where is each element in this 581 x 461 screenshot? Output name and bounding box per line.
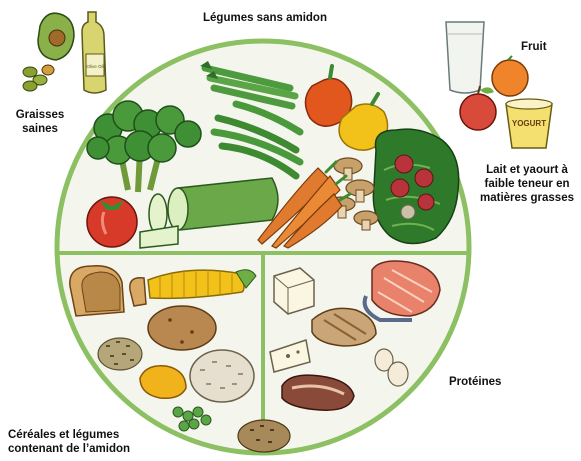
avocado-icon — [38, 13, 74, 60]
olive-oil-bottle-icon: Olive Oil — [82, 12, 106, 93]
salad-icon — [373, 129, 458, 243]
label-proteins: Protéines — [449, 375, 501, 389]
beans-icon — [238, 420, 290, 452]
label-grains-starches: Céréales et légumes contenant de l’amido… — [8, 428, 130, 456]
label-healthy-fats-line1: Graisses — [10, 108, 70, 122]
label-grains-starches-line2: contenant de l’amidon — [8, 442, 130, 456]
label-non-starchy-vegetables: Légumes sans amidon — [190, 11, 340, 25]
yogurt-cup-icon: YOGURT — [506, 99, 552, 148]
label-healthy-fats-line2: saines — [10, 122, 70, 136]
grain-pile-icon — [98, 338, 142, 370]
olives-icon — [23, 65, 54, 91]
cheese-icon — [274, 268, 314, 314]
yogurt-cup-label: YOGURT — [512, 119, 546, 128]
label-low-fat-dairy-line2: faible teneur en — [474, 177, 580, 191]
label-low-fat-dairy-line3: matières grasses — [474, 191, 580, 205]
milk-glass-icon — [446, 22, 484, 93]
label-low-fat-dairy-line1: Lait et yaourt à — [474, 163, 580, 177]
orange-icon — [492, 56, 528, 96]
label-fruit: Fruit — [521, 40, 547, 54]
rice-icon — [190, 350, 254, 402]
label-proteins-text: Protéines — [449, 376, 501, 388]
label-non-starchy-vegetables-text: Légumes sans amidon — [203, 12, 327, 24]
label-grains-starches-line1: Céréales et légumes — [8, 428, 130, 442]
healthy-fats-illustration: Olive Oil — [23, 12, 106, 93]
label-healthy-fats: Graisses saines — [10, 108, 70, 136]
potato-icon — [148, 306, 216, 350]
label-low-fat-dairy: Lait et yaourt à faible teneur en matièr… — [474, 163, 580, 205]
label-fruit-text: Fruit — [521, 41, 547, 53]
olive-oil-bottle-label: Olive Oil — [86, 64, 103, 69]
tomato-icon — [87, 197, 137, 247]
